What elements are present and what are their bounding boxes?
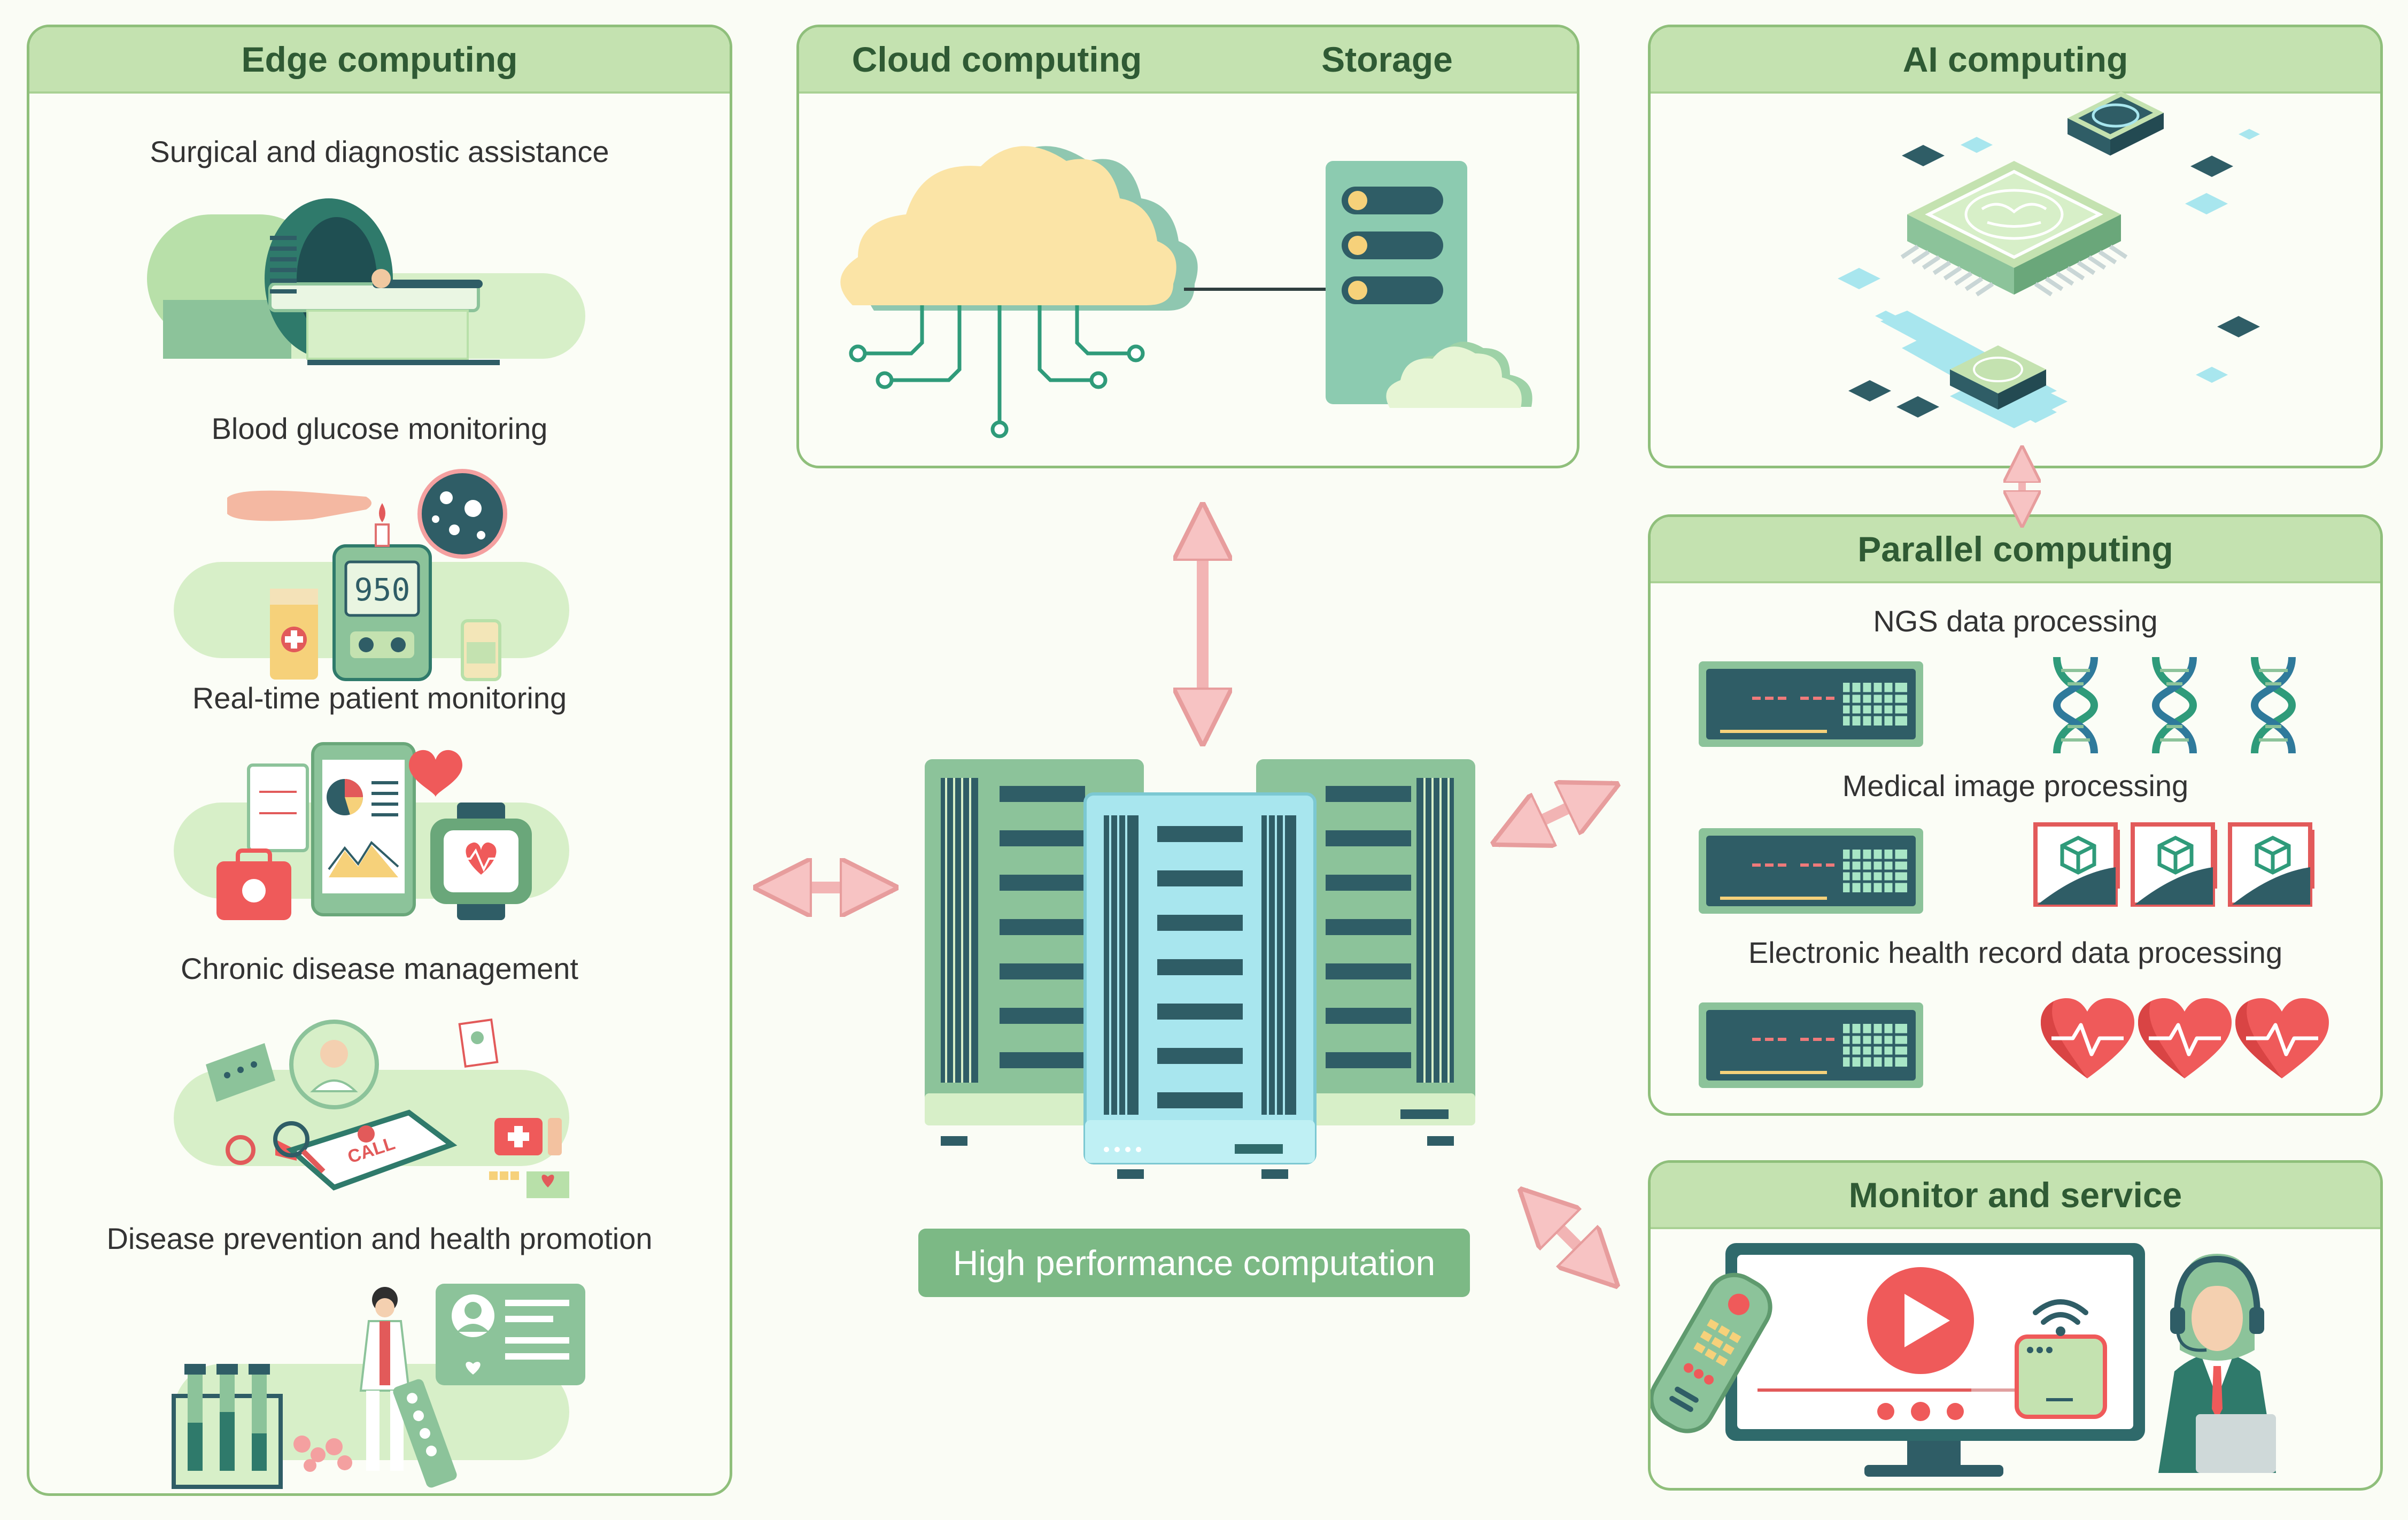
medical-image-icon [2228,822,2314,907]
cloud-computing-panel: Cloud computing Storage [796,25,1579,468]
dna-icon [2053,657,2099,754]
ai-computing-header: AI computing [1651,27,2380,94]
medical-image-icon [2131,822,2217,907]
edge-item-label-glucose: Blood glucose monitoring [211,412,548,445]
cloud-computing-header: Cloud computing Storage [799,27,1577,94]
heart-icon [2138,998,2232,1078]
parallel-computing-title: Parallel computing [1857,529,2173,569]
media-monitor-icon [1651,1243,2276,1477]
monitor-service-panel: Monitor and service [1648,1160,2383,1491]
edge-item-label-chronic: Chronic disease management [181,952,578,985]
parallel-computing-header: Parallel computing [1651,517,2380,583]
server-unit-icon [1699,828,1923,914]
server-unit-icon [1699,1002,1923,1088]
edge-item-label-surgical: Surgical and diagnostic assistance [150,135,609,168]
hpc-label-box: High performance computation [918,1229,1470,1297]
cloud-storage-icon [840,146,1532,438]
health-promotion-icon [172,1284,585,1489]
edge-computing-title: Edge computing [241,40,518,79]
meter-reading: 950 [354,572,411,608]
arrow-parallel-hpc [1497,786,1614,842]
parallel-item-label-ngs: NGS data processing [1873,604,2158,638]
parallel-computing-panel: Parallel computing NGS data processing M… [1648,514,2383,1116]
edge-computing-header: Edge computing [29,27,730,94]
telemedicine-icon: CALL [174,1018,569,1198]
monitor-service-title: Monitor and service [1848,1175,2182,1215]
mri-scanner-icon [147,198,585,365]
dna-icon [2250,657,2296,754]
heart-icon [2235,998,2329,1078]
edge-item-label-prevention: Disease prevention and health promotion [106,1222,653,1255]
cloud-computing-title: Cloud computing [851,40,1142,79]
ai-chip-icon [1838,91,2260,428]
storage-title: Storage [1321,40,1453,79]
glucose-meter-icon: 950 [174,469,569,681]
arrow-monitor-hpc [1523,1192,1614,1283]
server-unit-icon [1699,661,1923,747]
edge-item-label-patient: Real-time patient monitoring [192,681,567,715]
hpc-label: High performance computation [953,1243,1436,1283]
parallel-item-label-image: Medical image processing [1842,769,2189,803]
patient-monitor-icon [174,742,569,920]
medical-image-icon [2033,822,2120,907]
edge-computing-panel: Edge computing Surgical and diagnostic a… [27,25,732,1496]
ai-computing-title: AI computing [1902,40,2128,79]
dna-icon [2151,657,2197,754]
monitor-service-header: Monitor and service [1651,1163,2380,1229]
heart-icon [2041,998,2134,1078]
hpc-server-cluster-icon [925,759,1475,1179]
parallel-item-label-ehr: Electronic health record data processing [1748,936,2283,969]
